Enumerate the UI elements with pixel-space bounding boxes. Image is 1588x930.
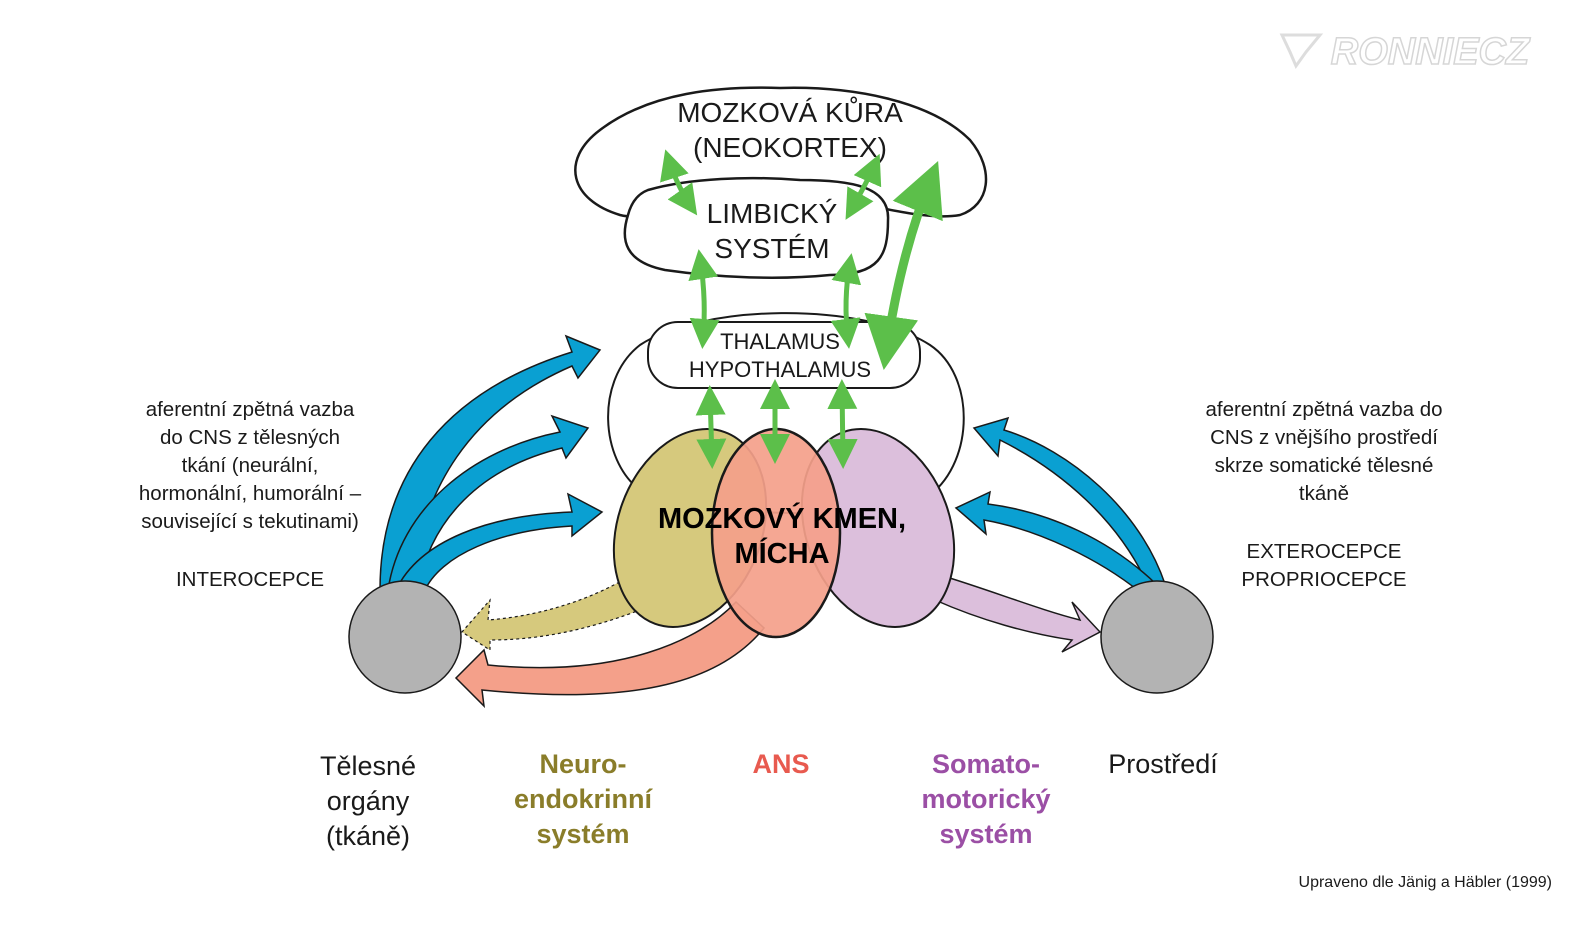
environment-label: Prostředí bbox=[1108, 749, 1218, 779]
somatomotor-label-line2: motorický bbox=[921, 784, 1050, 814]
thalamus-label-line1: THALAMUS bbox=[720, 329, 840, 354]
right-desc-line: CNS z vnějšího prostředí bbox=[1210, 426, 1438, 449]
left-desc-line: do CNS z tělesných bbox=[160, 426, 340, 449]
arrow-limbic-thalamus-left bbox=[688, 249, 720, 349]
body-organs-label-line2: orgány bbox=[327, 786, 410, 816]
interoception-afferent-arrows bbox=[379, 334, 604, 593]
brainstem-label-line2: MÍCHA bbox=[734, 536, 829, 570]
bottom-labels: Tělesné orgány (tkáně) Neuro- endokrinní… bbox=[320, 749, 1218, 851]
neuroendocrine-label-line1: Neuro- bbox=[540, 749, 627, 779]
somatomotor-label-line3: systém bbox=[939, 819, 1032, 849]
arrow-limbic-thalamus-right bbox=[830, 253, 862, 349]
left-desc-line: hormonální, humorální – bbox=[139, 482, 362, 505]
interoception-label: INTEROCEPCE bbox=[176, 568, 324, 591]
right-description: aferentní zpětná vazba do CNS z vnějšího… bbox=[1205, 398, 1442, 591]
limbic-label-line2: SYSTÉM bbox=[714, 233, 829, 264]
proprioception-label: PROPRIOCEPCE bbox=[1241, 568, 1406, 591]
ans-efferent-arrow bbox=[454, 600, 766, 709]
somatomotor-label-line1: Somato- bbox=[932, 749, 1040, 779]
afferent-arrow-lower bbox=[394, 492, 604, 593]
left-desc-line: související s tekutinami) bbox=[141, 510, 359, 533]
watermark-text: RONNIECZ bbox=[1331, 31, 1531, 73]
watermark-logo-icon bbox=[1279, 33, 1324, 70]
afferent-arrow-right-upper bbox=[972, 416, 1166, 591]
watermark: RONNIECZ bbox=[1279, 30, 1532, 74]
arrow-thalamus-somatomotor bbox=[827, 379, 858, 469]
afferent-arrow-right-lower bbox=[954, 490, 1158, 593]
body-organs-label-line1: Tělesné bbox=[320, 751, 416, 781]
neuroendocrine-label-line3: systém bbox=[536, 819, 629, 849]
neuroendocrine-label-line2: endokrinní bbox=[514, 784, 654, 814]
arrow-thalamus-neuroendocrine bbox=[695, 385, 727, 469]
brainstem-label-line1: MOZKOVÝ KMEN, bbox=[658, 501, 906, 535]
exteroception-label: EXTEROCEPCE bbox=[1247, 540, 1402, 563]
cortex-label-line1: MOZKOVÁ KŮRA bbox=[677, 96, 903, 128]
neuroendocrine-efferent-arrow bbox=[461, 575, 641, 652]
cortex-label-line2: (NEOKORTEX) bbox=[693, 132, 887, 163]
arrow-cortex-limbic-left bbox=[660, 149, 698, 216]
body-organs-label-line3: (tkáně) bbox=[326, 821, 410, 851]
left-description: aferentní zpětná vazba do CNS z tělesnýc… bbox=[139, 398, 362, 591]
arrow-thalamus-cortex bbox=[864, 160, 943, 371]
right-desc-line: tkáně bbox=[1299, 482, 1349, 505]
green-connection-arrows bbox=[660, 149, 943, 469]
limbic-label-line1: LIMBICKÝ bbox=[707, 198, 838, 229]
left-desc-line: tkání (neurální, bbox=[182, 454, 319, 477]
body-organs-circle bbox=[348, 580, 462, 694]
ans-label: ANS bbox=[752, 749, 809, 779]
thalamus-label-line2: HYPOTHALAMUS bbox=[689, 357, 871, 382]
left-desc-line: aferentní zpětná vazba bbox=[146, 398, 355, 421]
source-citation: Upraveno dle Jänig a Häbler (1999) bbox=[1299, 874, 1552, 891]
right-desc-line: skrze somatické tělesné bbox=[1215, 454, 1434, 477]
right-desc-line: aferentní zpětná vazba do bbox=[1205, 398, 1442, 421]
environment-circle bbox=[1100, 580, 1214, 694]
exteroception-afferent-arrows bbox=[954, 416, 1166, 593]
somatomotor-efferent-arrow bbox=[934, 574, 1102, 653]
